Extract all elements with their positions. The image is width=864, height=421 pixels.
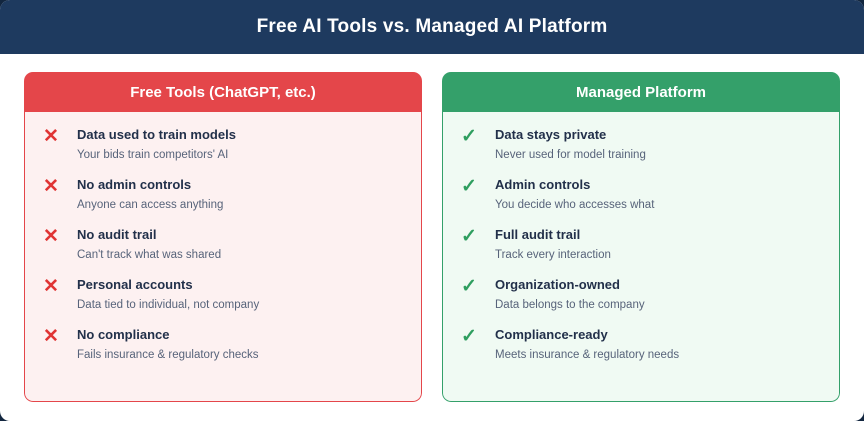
list-item-title: Data stays private (495, 127, 607, 142)
card-header-label: Managed Platform (575, 83, 707, 101)
list-item-subtitle: You decide who accesses what (495, 199, 655, 211)
list-item: ✓ Admin controls You decide who accesses… (443, 176, 839, 226)
list-item-text: No audit trail Can't track what was shar… (77, 226, 221, 263)
list-item-subtitle: Can't track what was shared (77, 249, 222, 261)
list-item: ✓ Full audit trail Track every interacti… (443, 226, 839, 276)
check-icon: ✓ (461, 276, 477, 297)
page-title: Free AI Tools vs. Managed AI Platform (256, 16, 608, 37)
card-body-managed-platform: ✓ Data stays private Never used for mode… (442, 112, 840, 402)
check-icon: ✓ (461, 326, 477, 347)
x-icon: ✕ (43, 176, 59, 197)
list-item-text: Organization-owned Data belongs to the c… (495, 276, 645, 313)
list-item: ✕ Personal accounts Data tied to individ… (25, 276, 421, 326)
list-item-text: No compliance Fails insurance & regulato… (77, 326, 259, 363)
list-item-title: No compliance (77, 327, 170, 342)
list-item-text: Admin controls You decide who accesses w… (495, 176, 654, 213)
list-item-text: Personal accounts Data tied to individua… (77, 276, 259, 313)
list-item-text: Full audit trail Track every interaction (495, 226, 611, 263)
card-body-free-tools: ✕ Data used to train models Your bids tr… (24, 112, 422, 402)
list-item: ✕ No admin controls Anyone can access an… (25, 176, 421, 226)
list-item-subtitle: Data belongs to the company (495, 299, 645, 311)
list-item-subtitle: Track every interaction (495, 249, 611, 261)
list-item-subtitle: Anyone can access anything (77, 199, 224, 211)
check-icon: ✓ (461, 126, 477, 147)
x-icon: ✕ (43, 326, 59, 347)
list-item-title: Data used to train models (77, 127, 236, 142)
list-item: ✕ Data used to train models Your bids tr… (25, 126, 421, 176)
list-item-title: Admin controls (495, 177, 591, 192)
list-item-subtitle: Your bids train competitors' AI (77, 149, 229, 161)
check-icon: ✓ (461, 176, 477, 197)
card-header-free-tools: Free Tools (ChatGPT, etc.) (24, 72, 422, 112)
check-icon: ✓ (461, 226, 477, 247)
card-managed-platform: Managed Platform ✓ Data stays private Ne… (442, 72, 840, 402)
list-item-text: No admin controls Anyone can access anyt… (77, 176, 223, 213)
list-item-title: Personal accounts (77, 277, 193, 292)
x-icon: ✕ (43, 126, 59, 147)
list-item-title: No admin controls (77, 177, 192, 192)
list-item: ✓ Compliance-ready Meets insurance & reg… (443, 326, 839, 376)
list-item-text: Data used to train models Your bids trai… (77, 126, 236, 163)
list-item: ✕ No audit trail Can't track what was sh… (25, 226, 421, 276)
x-icon: ✕ (43, 226, 59, 247)
list-item: ✕ No compliance Fails insurance & regula… (25, 326, 421, 376)
list-item: ✓ Organization-owned Data belongs to the… (443, 276, 839, 326)
list-item-subtitle: Meets insurance & regulatory needs (495, 349, 680, 361)
list-item-title: Full audit trail (495, 227, 581, 242)
page-banner: Free AI Tools vs. Managed AI Platform (0, 0, 864, 54)
list-item-text: Compliance-ready Meets insurance & regul… (495, 326, 679, 363)
list-item-subtitle: Fails insurance & regulatory checks (77, 349, 259, 361)
card-header-label: Free Tools (ChatGPT, etc.) (130, 83, 316, 101)
card-free-tools: Free Tools (ChatGPT, etc.) ✕ Data used t… (24, 72, 422, 402)
list-item-title: Organization-owned (495, 277, 620, 292)
list-item: ✓ Data stays private Never used for mode… (443, 126, 839, 176)
x-icon: ✕ (43, 276, 59, 297)
comparison-columns: Free Tools (ChatGPT, etc.) ✕ Data used t… (24, 72, 840, 402)
list-item-text: Data stays private Never used for model … (495, 126, 646, 163)
list-item-subtitle: Never used for model training (495, 149, 646, 161)
card-header-managed-platform: Managed Platform (442, 72, 840, 112)
list-item-title: No audit trail (77, 227, 157, 242)
list-item-title: Compliance-ready (495, 327, 608, 342)
list-item-subtitle: Data tied to individual, not company (77, 299, 260, 311)
